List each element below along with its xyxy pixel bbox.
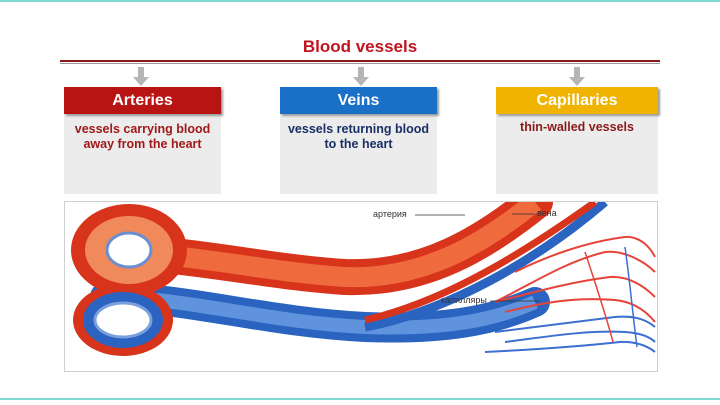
bottom-border — [0, 398, 720, 400]
arteries-card: Arteries vessels carrying blood away fro… — [64, 87, 221, 194]
title-underline — [60, 60, 660, 62]
arteries-header: Arteries — [64, 87, 221, 114]
artery-label: артерия — [373, 209, 407, 219]
veins-card: Veins vessels returning blood to the hea… — [280, 87, 437, 194]
veins-description: vessels returning blood to the heart — [287, 122, 429, 151]
title-underline-shadow — [60, 63, 660, 64]
vessel-drawing — [71, 202, 656, 356]
capillaries-label: капилляры — [441, 295, 487, 305]
down-arrow-icon — [133, 67, 149, 86]
vein-label: вена — [537, 208, 557, 218]
veins-header: Veins — [280, 87, 437, 114]
capillaries-header: Capillaries — [496, 87, 658, 114]
top-border — [0, 0, 720, 2]
capillaries-description: thin-walled vessels — [520, 120, 634, 134]
down-arrow-icon — [569, 67, 585, 86]
capillaries-card: Capillaries thin-walled vessels — [496, 87, 658, 194]
arteries-description: vessels carrying blood away from the hea… — [74, 122, 211, 151]
down-arrow-icon — [353, 67, 369, 86]
slide-title: Blood vessels — [302, 37, 418, 56]
blood-vessels-illustration: артерия вена капилляры — [64, 201, 658, 372]
